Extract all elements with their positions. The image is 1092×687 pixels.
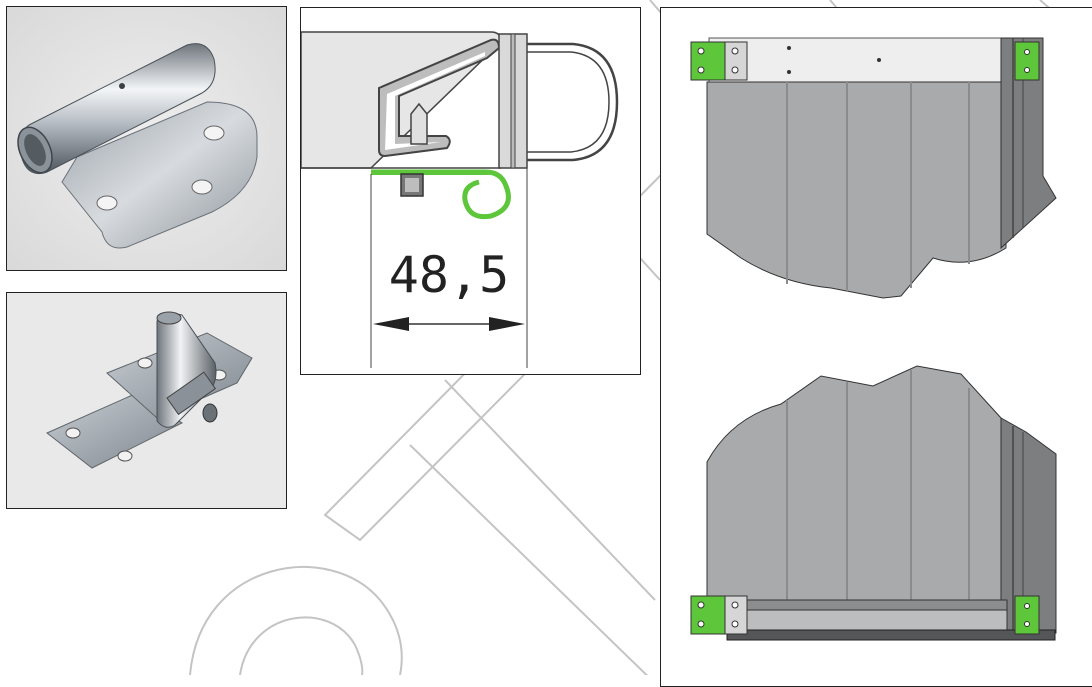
hinge-icon	[1014, 41, 1040, 81]
dimension-label: 48,5	[389, 246, 509, 304]
hinge-flat-photo-icon	[7, 293, 286, 508]
profile-cross-section-icon: 48,5	[301, 31, 619, 368]
hinge-photo-panel	[6, 6, 287, 271]
upper-door-section	[690, 37, 1057, 299]
profile-section-panel: 48,5	[300, 7, 641, 375]
hinge-icon	[1014, 595, 1040, 635]
door-assembly-drawing	[690, 37, 1057, 641]
lower-door-section	[690, 365, 1057, 641]
hinge-icon	[690, 41, 748, 81]
door-assembly-panel	[660, 7, 1092, 687]
hinge-icon	[690, 595, 748, 635]
hinge-photo-icon	[7, 7, 286, 270]
hinge-flat-photo-panel	[6, 292, 287, 509]
